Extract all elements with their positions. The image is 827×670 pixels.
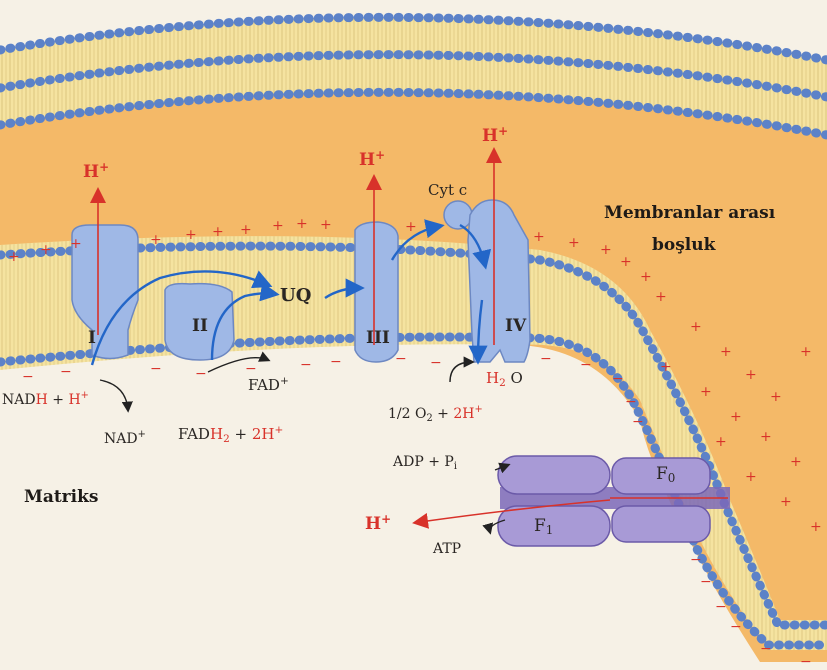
h-plus-label: H+ xyxy=(83,162,109,181)
plus-charge-sign: + xyxy=(320,218,332,232)
minus-charge-sign: − xyxy=(612,372,624,386)
plus-charge-sign: + xyxy=(296,217,308,231)
complex-ii-label: II xyxy=(192,318,208,335)
plus-charge-sign: + xyxy=(212,225,224,239)
plus-charge-sign: + xyxy=(150,233,162,247)
h-plus-label: H+ xyxy=(482,126,508,145)
plus-charge-sign: + xyxy=(770,390,782,404)
plus-charge-sign: + xyxy=(640,270,652,284)
fad-plus-label: FAD+ xyxy=(248,376,289,393)
h-plus-label: H+ xyxy=(365,514,391,533)
plus-charge-sign: + xyxy=(780,495,792,509)
plus-charge-sign: + xyxy=(40,243,52,257)
atp-label: ATP xyxy=(433,542,461,556)
nad-plus-label: NAD+ xyxy=(104,430,146,446)
plus-charge-sign: + xyxy=(720,345,732,359)
plus-charge-sign: + xyxy=(185,228,197,242)
minus-charge-sign: − xyxy=(22,370,34,384)
minus-charge-sign: − xyxy=(700,575,712,589)
plus-charge-sign: + xyxy=(800,345,812,359)
adp-pi-label: ADP + Pi xyxy=(393,455,457,472)
minus-charge-sign: − xyxy=(730,620,742,634)
minus-charge-sign: − xyxy=(150,362,162,376)
water-label: H2 O xyxy=(486,371,523,389)
plus-charge-sign: + xyxy=(715,435,727,449)
plus-charge-sign: + xyxy=(620,255,632,269)
oxygen-equation: 1/2 O2 + 2H+ xyxy=(388,405,483,424)
minus-charge-sign: − xyxy=(760,642,772,656)
plus-charge-sign: + xyxy=(8,250,20,264)
minus-charge-sign: − xyxy=(632,415,644,429)
ubiquinone-label: UQ xyxy=(280,287,311,305)
minus-charge-sign: − xyxy=(60,365,72,379)
h-plus-label: H+ xyxy=(359,150,385,169)
plus-charge-sign: + xyxy=(660,360,672,374)
complex-iii-label: III xyxy=(366,330,390,347)
plus-charge-sign: + xyxy=(272,219,284,233)
fadh2-equation: FADH2 + 2H+ xyxy=(178,425,283,445)
plus-charge-sign: + xyxy=(655,290,667,304)
minus-charge-sign: − xyxy=(580,358,592,372)
plus-charge-sign: + xyxy=(745,470,757,484)
plus-charge-sign: + xyxy=(760,430,772,444)
intermembrane-label-2: boşluk xyxy=(652,237,715,254)
cyt-c xyxy=(444,201,472,229)
intermembrane-label: Membranlar arası xyxy=(604,205,775,222)
minus-charge-sign: − xyxy=(540,352,552,366)
minus-charge-sign: − xyxy=(330,355,342,369)
complex-iv-label: IV xyxy=(505,318,526,335)
cyt-c-label: Cyt c xyxy=(428,183,467,198)
plus-charge-sign: + xyxy=(700,385,712,399)
f1-label: F1 xyxy=(534,518,553,537)
nadh-equation: NADH + H+ xyxy=(2,391,89,407)
plus-charge-sign: + xyxy=(745,368,757,382)
reaction-arrows xyxy=(100,358,508,532)
minus-charge-sign: − xyxy=(690,553,702,567)
minus-charge-sign: − xyxy=(300,358,312,372)
plus-charge-sign: + xyxy=(568,236,580,250)
plus-charge-sign: + xyxy=(240,223,252,237)
complex-i-label: I xyxy=(88,330,96,347)
minus-charge-sign: − xyxy=(245,362,257,376)
plus-charge-sign: + xyxy=(810,520,822,534)
f0-label: F0 xyxy=(656,466,675,485)
minus-charge-sign: − xyxy=(430,356,442,370)
plus-charge-sign: + xyxy=(790,455,802,469)
plus-charge-sign: + xyxy=(70,237,82,251)
matrix-label: Matriks xyxy=(24,489,98,506)
atp-synthase xyxy=(498,456,730,546)
minus-charge-sign: − xyxy=(395,352,407,366)
plus-charge-sign: + xyxy=(730,410,742,424)
minus-charge-sign: − xyxy=(625,395,637,409)
plus-charge-sign: + xyxy=(600,243,612,257)
plus-charge-sign: + xyxy=(690,320,702,334)
plus-charge-sign: + xyxy=(533,230,545,244)
minus-charge-sign: − xyxy=(800,655,812,669)
minus-charge-sign: − xyxy=(715,600,727,614)
plus-charge-sign: + xyxy=(405,220,417,234)
minus-charge-sign: − xyxy=(195,367,207,381)
